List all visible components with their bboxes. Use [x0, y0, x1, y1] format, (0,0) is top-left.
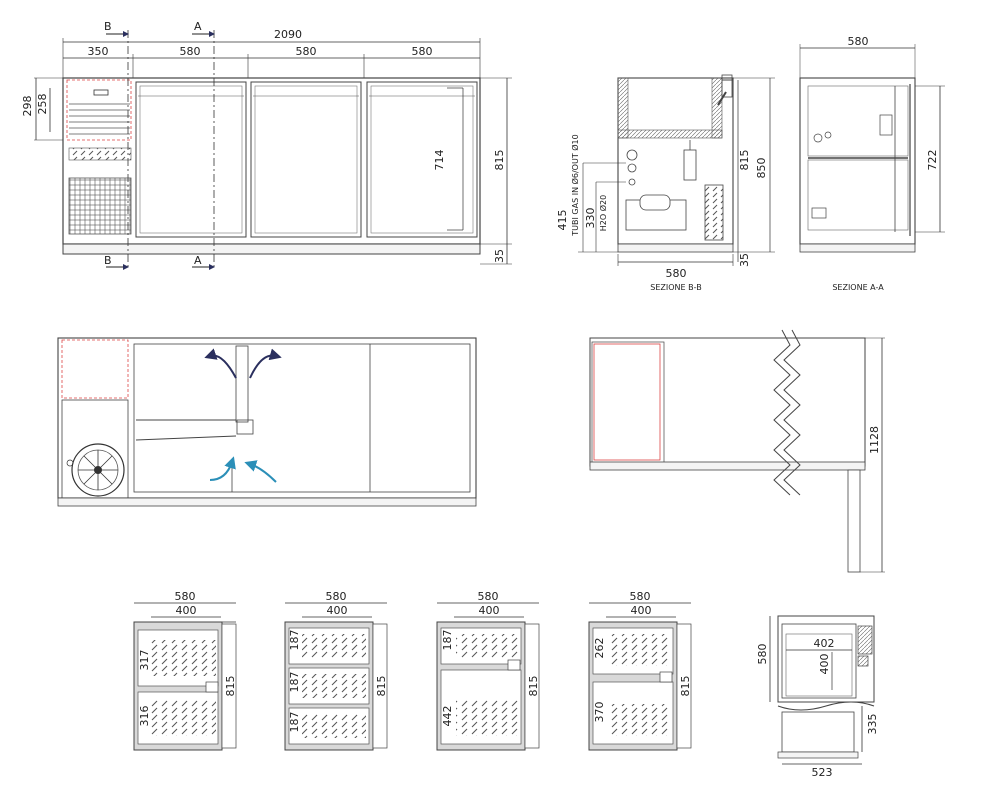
section-a-top-marker: A	[194, 20, 202, 33]
detail-rail-label: 335	[866, 714, 879, 735]
drawer-2-outer-label: 580	[326, 590, 347, 603]
side-height-label: 1128	[868, 426, 881, 454]
section-b-top-marker: B	[104, 20, 112, 33]
airflow-in-arrow-icon	[244, 460, 277, 483]
section-a-bottom-marker: A	[194, 254, 202, 267]
front-view: 2090 350 580 580 580	[21, 20, 512, 270]
drawer-3-inner-label: 400	[479, 604, 500, 617]
width-door2-label: 580	[296, 45, 317, 58]
water-label: H2O Ø20	[598, 195, 608, 231]
water-pipe-icon	[628, 178, 636, 186]
drawer-3-h2-label: 442	[441, 706, 454, 727]
side-detail-view: 1128	[589, 329, 885, 573]
vent-louver-icon	[68, 147, 132, 161]
door-2	[250, 81, 362, 238]
gas-pipe-icon	[627, 163, 637, 173]
door-1	[135, 81, 247, 238]
drawer-1-outer-label: 580	[175, 590, 196, 603]
front-plinth	[62, 243, 481, 255]
condenser-icon	[704, 184, 724, 241]
drawer-2-h1-label: 187	[288, 630, 301, 651]
section-aa-view: 580 722 SEZIONE A-A	[799, 35, 945, 292]
width-panel-label: 350	[88, 45, 109, 58]
drawer-config-1: 580 400 317 316 815	[133, 590, 237, 751]
detail-base-w-label: 523	[812, 766, 833, 779]
panel-outer-height-label: 298	[21, 96, 34, 117]
bb-height-815-label: 815	[738, 150, 751, 171]
door-height-label: 714	[433, 150, 446, 171]
drawer-config-3: 580 400 187 442 815	[436, 590, 540, 751]
compressor-grille	[68, 177, 132, 235]
panel-inner-height-label: 258	[36, 94, 49, 115]
aa-section-label: SEZIONE A-A	[832, 283, 884, 292]
drawer-3-outer-label: 580	[478, 590, 499, 603]
drawer-4-h2-label: 370	[593, 702, 606, 723]
width-door1-label: 580	[180, 45, 201, 58]
detail-depth-label: 580	[756, 644, 769, 665]
width-door3-label: 580	[412, 45, 433, 58]
drawer-3-h1-label: 187	[441, 630, 454, 651]
plinth-35-label: 35	[493, 249, 506, 263]
drawer-1-h1-label: 317	[138, 650, 151, 671]
drawer-detail-view: 402 400 580 335 523	[756, 615, 879, 779]
section-b-bottom-marker: B	[104, 254, 112, 267]
overall-width-label: 2090	[274, 28, 302, 41]
control-panel-outline	[66, 79, 132, 141]
drawer-config-2: 580 400 187 187 187 815	[284, 590, 388, 751]
drawer-2-h2-label: 187	[288, 672, 301, 693]
drawer-2-total-label: 815	[375, 676, 388, 697]
drawer-4-total-label: 815	[679, 676, 692, 697]
airflow-out-arrow-icon	[249, 348, 282, 379]
door-3	[366, 81, 478, 238]
bb-section-label: SEZIONE B-B	[650, 283, 701, 292]
height-815-label: 815	[493, 150, 506, 171]
drawer-4-inner-label: 400	[631, 604, 652, 617]
open-door-panel	[847, 469, 861, 573]
aa-height-label: 722	[926, 150, 939, 171]
drawer-1-total-label: 815	[224, 676, 237, 697]
detail-inner-h-label: 400	[818, 654, 831, 675]
drawer-1-inner-label: 400	[176, 604, 197, 617]
bb-height-850-label: 850	[755, 158, 768, 179]
pipes-label: TUBI GAS IN Ø6/OUT Ø10	[570, 134, 580, 236]
airflow-in-arrow-icon	[209, 456, 236, 481]
break-line	[783, 329, 801, 496]
gas-pipe-icon	[626, 149, 638, 161]
bb-plinth-label: 35	[738, 253, 751, 267]
drawer-1-h2-label: 316	[138, 706, 151, 727]
airflow-out-arrow-icon	[204, 348, 237, 379]
drawer-2-h3-label: 187	[288, 712, 301, 733]
water-height-label: 330	[584, 208, 597, 229]
drawer-4-outer-label: 580	[630, 590, 651, 603]
section-bb-view: 580 SEZIONE B-B 815 850 35 415 TUBI GAS …	[556, 74, 775, 292]
detail-inner-w-label: 402	[814, 637, 835, 650]
drawer-2-inner-label: 400	[327, 604, 348, 617]
bb-width-label: 580	[666, 267, 687, 280]
display-icon	[93, 89, 109, 96]
drawer-4-h1-label: 262	[593, 638, 606, 659]
drawer-config-4: 580 400 262 370 815	[588, 590, 692, 751]
break-line	[777, 701, 875, 711]
pipes-height-label: 415	[556, 210, 569, 231]
aa-width-label: 580	[848, 35, 869, 48]
plan-view	[57, 337, 477, 507]
drawer-3-total-label: 815	[527, 676, 540, 697]
